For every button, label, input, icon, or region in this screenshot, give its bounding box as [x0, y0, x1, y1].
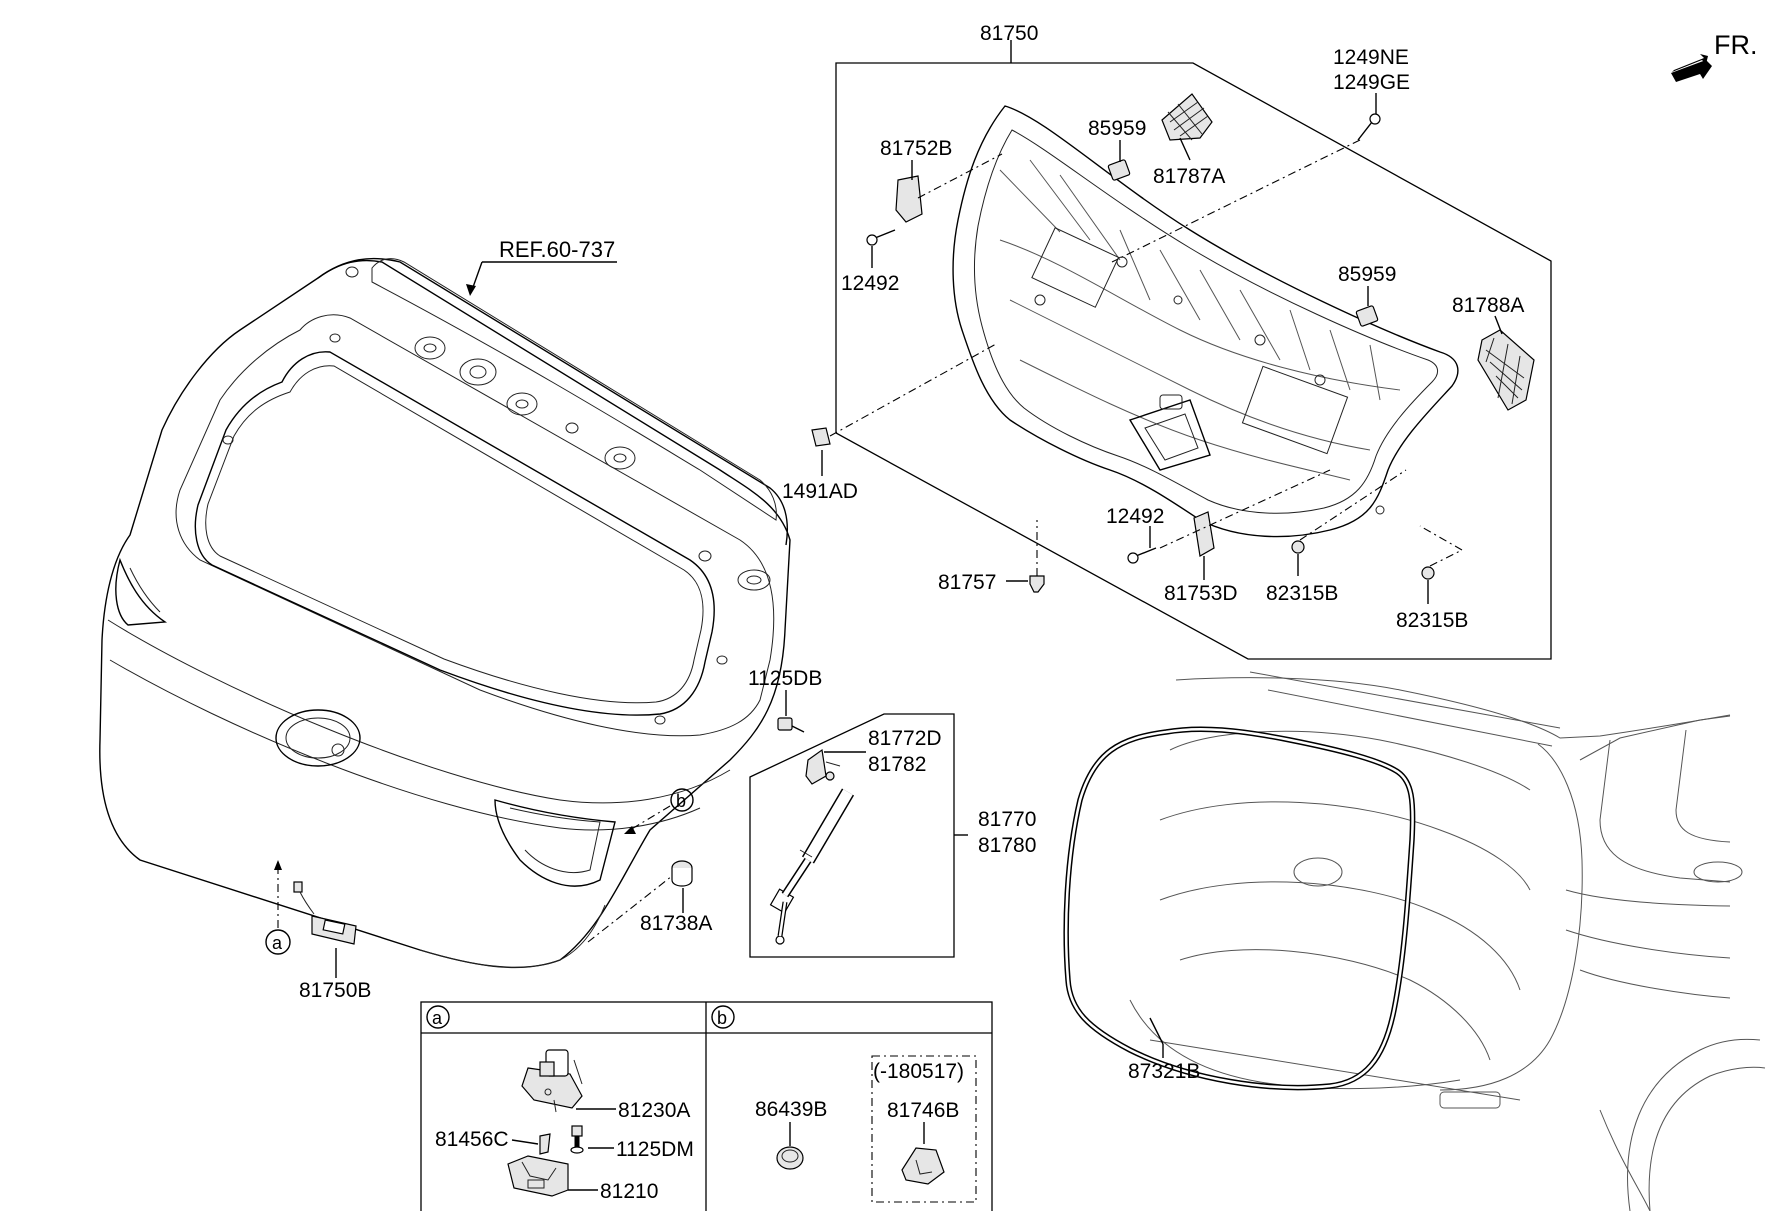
detail-b-tag: b [717, 1008, 727, 1028]
nut-82315b-drawing [1291, 540, 1305, 554]
grille-81788a-drawing [1477, 329, 1535, 411]
callout-81753D: 81753D [1164, 582, 1238, 605]
screw-1249ne-drawing [1357, 113, 1381, 141]
callout-81788A: 81788A [1452, 294, 1524, 317]
callout-1125DB: 1125DB [748, 667, 822, 690]
detail-part-81210: 81210 [600, 1180, 658, 1203]
callout-1249GE: 1249GE [1333, 71, 1410, 94]
tailgate-trim-drawing [952, 105, 1459, 538]
clip-85959-drawing [1107, 159, 1131, 181]
detail-b-tag-circle [711, 1005, 735, 1029]
fastener-81757-drawing [1029, 575, 1045, 593]
screw-12492-low-drawing [1127, 547, 1157, 564]
bracket-81752b-drawing [895, 175, 923, 223]
latch-switch-81230a-drawing [521, 1049, 583, 1113]
strut-bracket-81772d-drawing [805, 748, 841, 785]
clip-1491ad-drawing [811, 427, 831, 447]
callout-81757: 81757 [938, 571, 996, 594]
bumper-81738a-drawing [671, 860, 693, 887]
detail-a-tag-circle [426, 1005, 450, 1029]
callout-82315B-a: 82315B [1266, 582, 1338, 605]
callout-1249NE: 1249NE [1333, 46, 1409, 69]
latch-cover-81210-drawing [507, 1155, 569, 1197]
callout-82315B-b: 82315B [1396, 609, 1468, 632]
callout-81750B: 81750B [299, 979, 371, 1002]
grille-81787a-drawing [1161, 93, 1213, 141]
callout-1491AD: 1491AD [782, 480, 858, 503]
callout-81752B: 81752B [880, 137, 952, 160]
plug-86439b-drawing [776, 1146, 804, 1170]
ref-b-label: b [676, 791, 686, 811]
detail-part-81746B: 81746B [887, 1099, 959, 1122]
ref-b-circle [670, 788, 694, 812]
clip-81746b-drawing [901, 1147, 945, 1185]
bolt-1125db-drawing [777, 717, 805, 733]
trim-assembly-label: 81750 [980, 22, 1038, 45]
callout-81772D: 81772D [868, 727, 942, 750]
detail-a-tag: a [432, 1008, 443, 1028]
screw-12492-top-drawing [866, 229, 896, 246]
front-direction-label: FR. [1714, 30, 1758, 60]
detail-part-81456C: 81456C [435, 1128, 509, 1151]
license-lamp-81750b-drawing [293, 881, 357, 945]
tailgate-panel-drawing [99, 257, 791, 969]
callout-87321B: 87321B [1128, 1060, 1200, 1083]
weatherstrip-87321b-drawing [1063, 726, 1416, 1091]
detail-part-86439B: 86439B [755, 1098, 827, 1121]
bolt-1125dm-drawing [570, 1125, 584, 1154]
callout-81787A: 81787A [1153, 165, 1225, 188]
vehicle-rear-drawing [1129, 671, 1766, 1212]
detail-part-81230A: 81230A [618, 1099, 690, 1122]
bracket-81753d-drawing [1193, 511, 1215, 557]
callout-85959-mid: 85959 [1338, 263, 1396, 286]
callout-81738A: 81738A [640, 912, 712, 935]
callout-81782: 81782 [868, 753, 926, 776]
callout-85959-top: 85959 [1088, 117, 1146, 140]
callout-12492-low: 12492 [1106, 505, 1164, 528]
callout-81780: 81780 [978, 834, 1036, 857]
gas-strut-drawing [769, 788, 855, 945]
detail-part-1125DM: 1125DM [616, 1138, 694, 1161]
superseded-part-box [871, 1055, 977, 1203]
front-direction-arrow-icon [1671, 54, 1712, 82]
callout-81770: 81770 [978, 808, 1036, 831]
detail-date-note: (-180517) [873, 1060, 964, 1083]
ref-a-circle [265, 929, 291, 955]
ref-a-label: a [272, 933, 283, 953]
reference-label: REF.60-737 [499, 237, 615, 262]
screw-81456c-drawing [539, 1133, 551, 1155]
callout-12492-top: 12492 [841, 272, 899, 295]
